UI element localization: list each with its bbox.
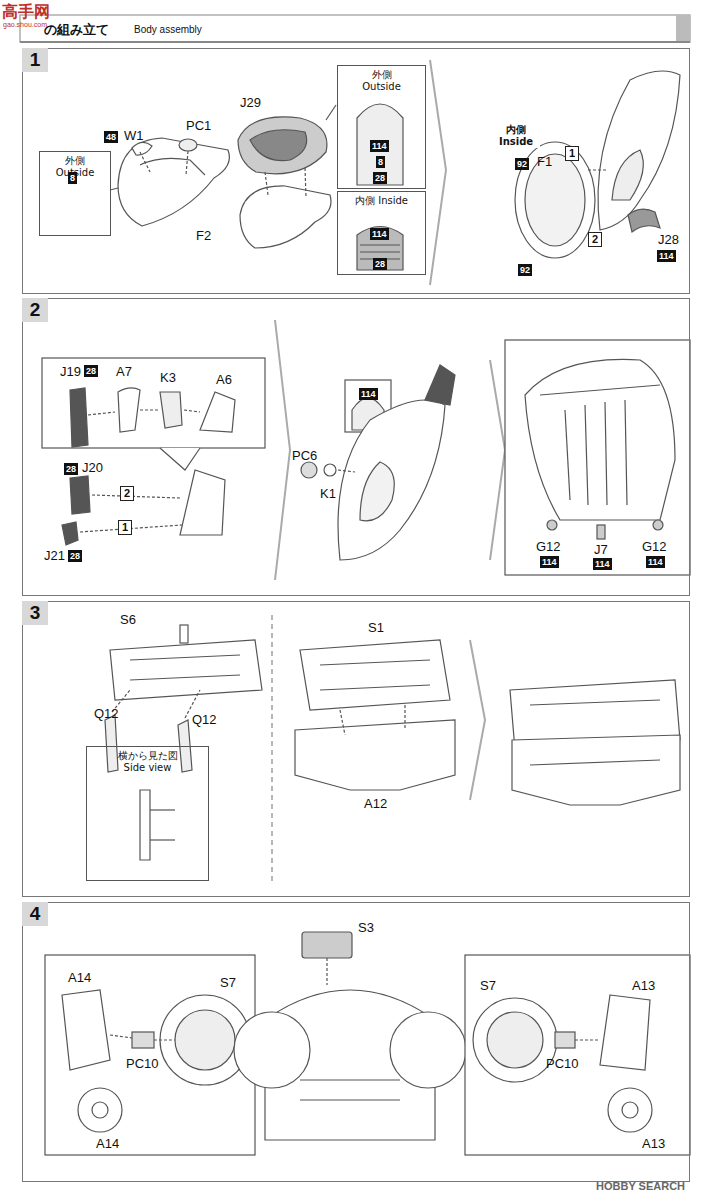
- paint-color-code: 28: [68, 550, 82, 562]
- part-label: G12: [536, 539, 561, 554]
- part-label: A6: [216, 372, 232, 387]
- part-label: G12: [642, 539, 667, 554]
- part-label: PC1: [186, 118, 211, 133]
- step-number: 4: [22, 902, 48, 926]
- step-panel: 1 外側 Outside 外側 Outside 内側 Inside: [22, 48, 690, 294]
- paint-color-code: 114: [657, 250, 676, 262]
- watermark: gao.shou.com: [3, 21, 47, 28]
- callout-number: 1: [565, 146, 579, 161]
- step-panel: 4: [22, 902, 690, 1182]
- part-label: S7: [480, 978, 496, 993]
- step-number: 2: [22, 298, 48, 322]
- part-label: F1: [537, 154, 552, 169]
- watermark: 高手网: [2, 2, 50, 23]
- paint-color-code: 114: [370, 228, 389, 240]
- part-label: F2: [196, 228, 211, 243]
- paint-color-code: 114: [646, 556, 665, 568]
- paint-color-code: 114: [370, 140, 389, 152]
- part-label: PC6: [292, 448, 317, 463]
- paint-color-code: 48: [104, 131, 118, 143]
- page-title: の組み立て: [44, 21, 109, 39]
- callout-number: 2: [588, 232, 602, 247]
- view-label: 横から見た図 Side view: [118, 750, 178, 774]
- part-label: J19: [60, 364, 81, 379]
- paint-color-code: 28: [373, 172, 387, 184]
- part-label: PC10: [126, 1056, 159, 1071]
- part-label: J29: [240, 95, 261, 110]
- title-english: Body assembly: [134, 24, 202, 35]
- watermark: HOBBY SEARCH: [596, 1180, 685, 1192]
- part-label: S7: [220, 975, 236, 990]
- part-label: W1: [124, 128, 144, 143]
- part-label: A7: [116, 364, 132, 379]
- step-number: 1: [22, 48, 48, 72]
- paint-color-code: 92: [515, 158, 529, 170]
- view-label: 内側 Inside: [492, 124, 540, 148]
- callout-number: 1: [118, 520, 132, 535]
- callout-number: 2: [120, 486, 134, 501]
- inset-box: 外側 Outside: [337, 65, 426, 189]
- part-label: A14: [96, 1136, 119, 1151]
- step-number: 3: [22, 601, 48, 625]
- part-label: A13: [632, 978, 655, 993]
- part-label: A13: [642, 1136, 665, 1151]
- paint-color-code: 28: [84, 365, 98, 377]
- part-label: A14: [68, 970, 91, 985]
- part-label: S3: [358, 920, 374, 935]
- inset-box: 横から見た図 Side view: [86, 746, 209, 881]
- part-label: K3: [160, 370, 176, 385]
- paint-color-code: 28: [64, 463, 78, 475]
- part-label: Q12: [192, 712, 217, 727]
- view-label: 内側 Inside: [352, 195, 412, 207]
- view-label: 外側 Outside: [352, 69, 412, 93]
- paint-color-code: 114: [359, 388, 378, 400]
- inset-box: 外側 Outside: [39, 151, 111, 236]
- part-label: K1: [320, 486, 336, 501]
- step-panel: 3 横から見た図 Side view: [22, 601, 690, 897]
- part-label: J20: [82, 460, 103, 475]
- part-label: J21: [44, 548, 65, 563]
- part-label: J28: [658, 232, 679, 247]
- paint-color-code: 8: [376, 156, 385, 168]
- paint-color-code: 28: [373, 258, 387, 270]
- paint-color-code: 92: [518, 264, 532, 276]
- paint-color-code: 8: [68, 172, 77, 184]
- paint-color-code: 114: [540, 556, 559, 568]
- part-label: S1: [368, 620, 384, 635]
- paint-color-code: 114: [593, 558, 612, 570]
- part-label: S6: [120, 612, 136, 627]
- step-panel: 2: [22, 298, 690, 596]
- part-label: J7: [594, 542, 608, 557]
- part-label: Q12: [94, 706, 119, 721]
- part-label: PC10: [546, 1056, 579, 1071]
- part-label: A12: [364, 796, 387, 811]
